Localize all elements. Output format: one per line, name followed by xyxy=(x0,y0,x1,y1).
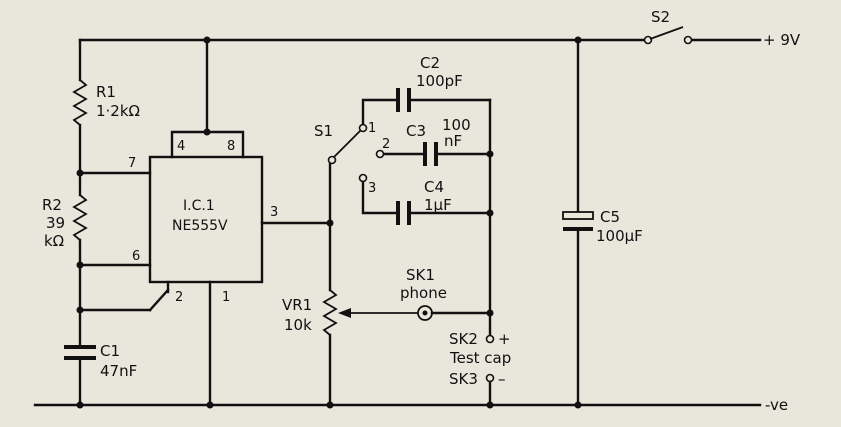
ic-pin6-label: 6 xyxy=(132,249,140,264)
r2-ref: R2 xyxy=(42,196,62,214)
s2-label: S2 xyxy=(651,8,670,26)
sk2-ref: SK2 xyxy=(449,330,478,348)
junction-vr1-ground xyxy=(326,401,334,409)
c4-ref: C4 xyxy=(424,178,444,196)
capacitor-c5 xyxy=(562,38,594,407)
ic-pin3-label: 3 xyxy=(270,205,278,220)
junction-output-node xyxy=(326,219,334,227)
junction-pin4-8 xyxy=(203,128,211,136)
capacitor-c1 xyxy=(64,345,96,407)
sk3-polarity: – xyxy=(498,370,506,388)
ic-left-connections xyxy=(78,171,170,312)
junction-ic-vcc xyxy=(203,36,211,44)
s1-pos2: 2 xyxy=(382,137,390,152)
junction-c5-positive xyxy=(574,36,582,44)
ic-pin4-label: 4 xyxy=(177,139,185,154)
supply-negative-label: -ve xyxy=(765,396,788,414)
socket-sk1 xyxy=(417,305,492,321)
capacitor-c4 xyxy=(361,180,492,225)
s1-pos3: 3 xyxy=(368,181,376,196)
vr1-ref: VR1 xyxy=(282,296,312,314)
resistor-r1 xyxy=(72,38,88,175)
s1-ref: S1 xyxy=(314,122,333,140)
socket-sk3 xyxy=(485,373,495,407)
junction-r1-r2 xyxy=(76,169,84,177)
r2-value-number: 39 xyxy=(46,214,65,232)
junction-c1-ground xyxy=(76,401,84,409)
ic-pin1-label: 1 xyxy=(222,290,230,305)
capacitor-c2 xyxy=(361,88,492,126)
ic1-part: NE555V xyxy=(172,218,228,234)
c1-value: 47nF xyxy=(100,362,137,380)
vr1-value: 10k xyxy=(284,316,312,334)
c5-ref: C5 xyxy=(600,208,620,226)
junction-r2-pin6 xyxy=(76,261,84,269)
resistor-r2 xyxy=(72,171,88,347)
r2-value-unit: kΩ xyxy=(44,232,64,250)
c2-value: 100pF xyxy=(416,72,463,90)
ic-pin2-label: 2 xyxy=(175,290,183,305)
ic-pin8-label: 8 xyxy=(227,139,235,154)
sk2-polarity: + xyxy=(498,330,511,348)
s1-pos1: 1 xyxy=(368,121,376,136)
c2-ref: C2 xyxy=(420,54,440,72)
ic1-ref: I.C.1 xyxy=(183,198,215,214)
ic-pin7-label: 7 xyxy=(128,156,136,171)
c3-value-number: 100 xyxy=(442,116,471,134)
c5-value: 100µF xyxy=(596,227,643,245)
r1-value: 1·2kΩ xyxy=(96,102,140,120)
c3-ref: C3 xyxy=(406,122,426,140)
switch-s2 xyxy=(643,26,693,45)
socket-sk2 xyxy=(485,334,495,344)
test-cap-label: Test cap xyxy=(449,349,511,367)
r1-ref: R1 xyxy=(96,83,116,101)
c1-ref: C1 xyxy=(100,342,120,360)
capacitor-c3 xyxy=(382,142,492,166)
c3-value-unit: nF xyxy=(444,132,462,150)
supply-positive-label: + 9V xyxy=(763,31,801,49)
sk1-label: phone xyxy=(400,284,447,302)
junction-pin2-c1 xyxy=(76,306,84,314)
sk1-ref: SK1 xyxy=(406,266,435,284)
sk3-ref: SK3 xyxy=(449,370,478,388)
junction-pin1-ground xyxy=(206,401,214,409)
junction-sk3-ground xyxy=(486,401,494,409)
c4-value: 1µF xyxy=(424,196,452,214)
junction-c3-bus xyxy=(486,150,494,158)
junction-c5-ground xyxy=(574,401,582,409)
junction-c4-bus xyxy=(486,209,494,217)
